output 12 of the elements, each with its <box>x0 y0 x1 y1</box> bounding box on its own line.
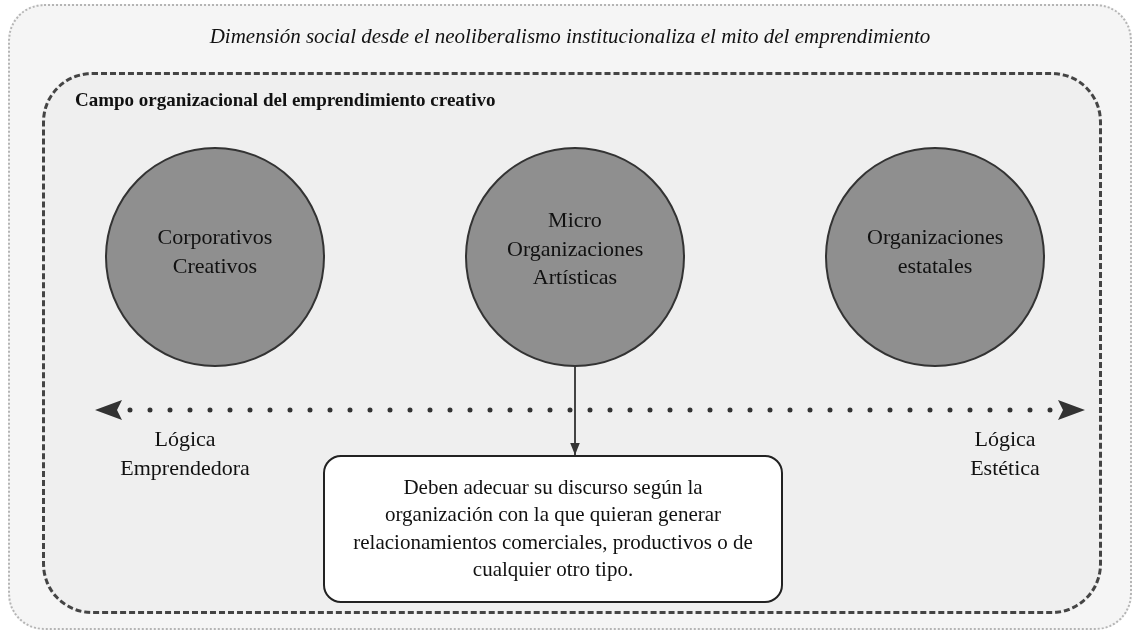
note-box <box>323 455 783 603</box>
circle-label: Organizaciones estatales <box>867 222 1003 280</box>
circle-label: Micro Organizaciones Artísticas <box>507 205 643 291</box>
logic-label: Lógica Emprendedora <box>119 425 251 482</box>
note-text: Deben adecuar su discurso según la organización con la que quieran generar relacionamientos comerciales, productivos o de cualquier otro tipo. <box>352 474 754 584</box>
arrow <box>570 366 580 456</box>
outer-frame <box>8 4 1132 630</box>
frame-heading: Dimensión social desde el neoliberalismo institucionaliza el mito del emprendimiento <box>208 24 932 49</box>
field-heading: Campo organizacional del emprendimiento creativo <box>75 89 496 111</box>
circle-label: Corporativos Creativos <box>156 222 274 280</box>
dashed-frame <box>42 72 1102 614</box>
logic-label: Lógica Estética <box>969 425 1041 482</box>
